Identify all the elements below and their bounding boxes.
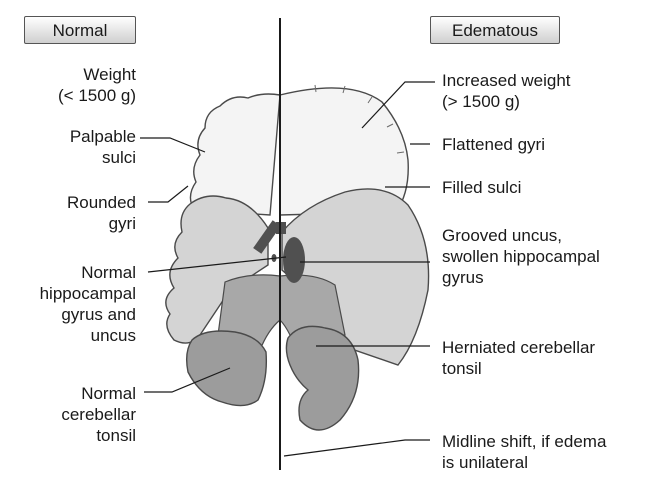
leader-midline-shift <box>284 440 430 456</box>
label-rounded-gyri: Rounded gyri <box>30 192 136 234</box>
herniated-cerebellar-tonsil <box>286 326 358 430</box>
label-normal-tonsil: Normal cerebellar tonsil <box>30 383 136 446</box>
swollen-hippocampal-gyrus <box>283 237 305 283</box>
label-midline-shift: Midline shift, if edema is unilateral <box>442 431 652 473</box>
leader-palpable-sulci <box>140 138 205 152</box>
normal-header: Normal <box>24 16 136 44</box>
label-flattened-gyri: Flattened gyri <box>442 134 652 155</box>
label-increased-weight: Increased weight (> 1500 g) <box>442 70 652 112</box>
label-herniated-tonsil: Herniated cerebellar tonsil <box>442 337 652 379</box>
leader-rounded-gyri <box>148 186 188 202</box>
label-weight: Weight (< 1500 g) <box>40 64 136 106</box>
normal-cerebellar-tonsil <box>187 331 267 406</box>
label-palpable-sulci: Palpable sulci <box>30 126 136 168</box>
edematous-header: Edematous <box>430 16 560 44</box>
label-normal-hippocampal: Normal hippocampal gyrus and uncus <box>20 262 136 346</box>
label-filled-sulci: Filled sulci <box>442 177 652 198</box>
label-grooved-uncus: Grooved uncus, swollen hippocampal gyrus <box>442 225 652 288</box>
